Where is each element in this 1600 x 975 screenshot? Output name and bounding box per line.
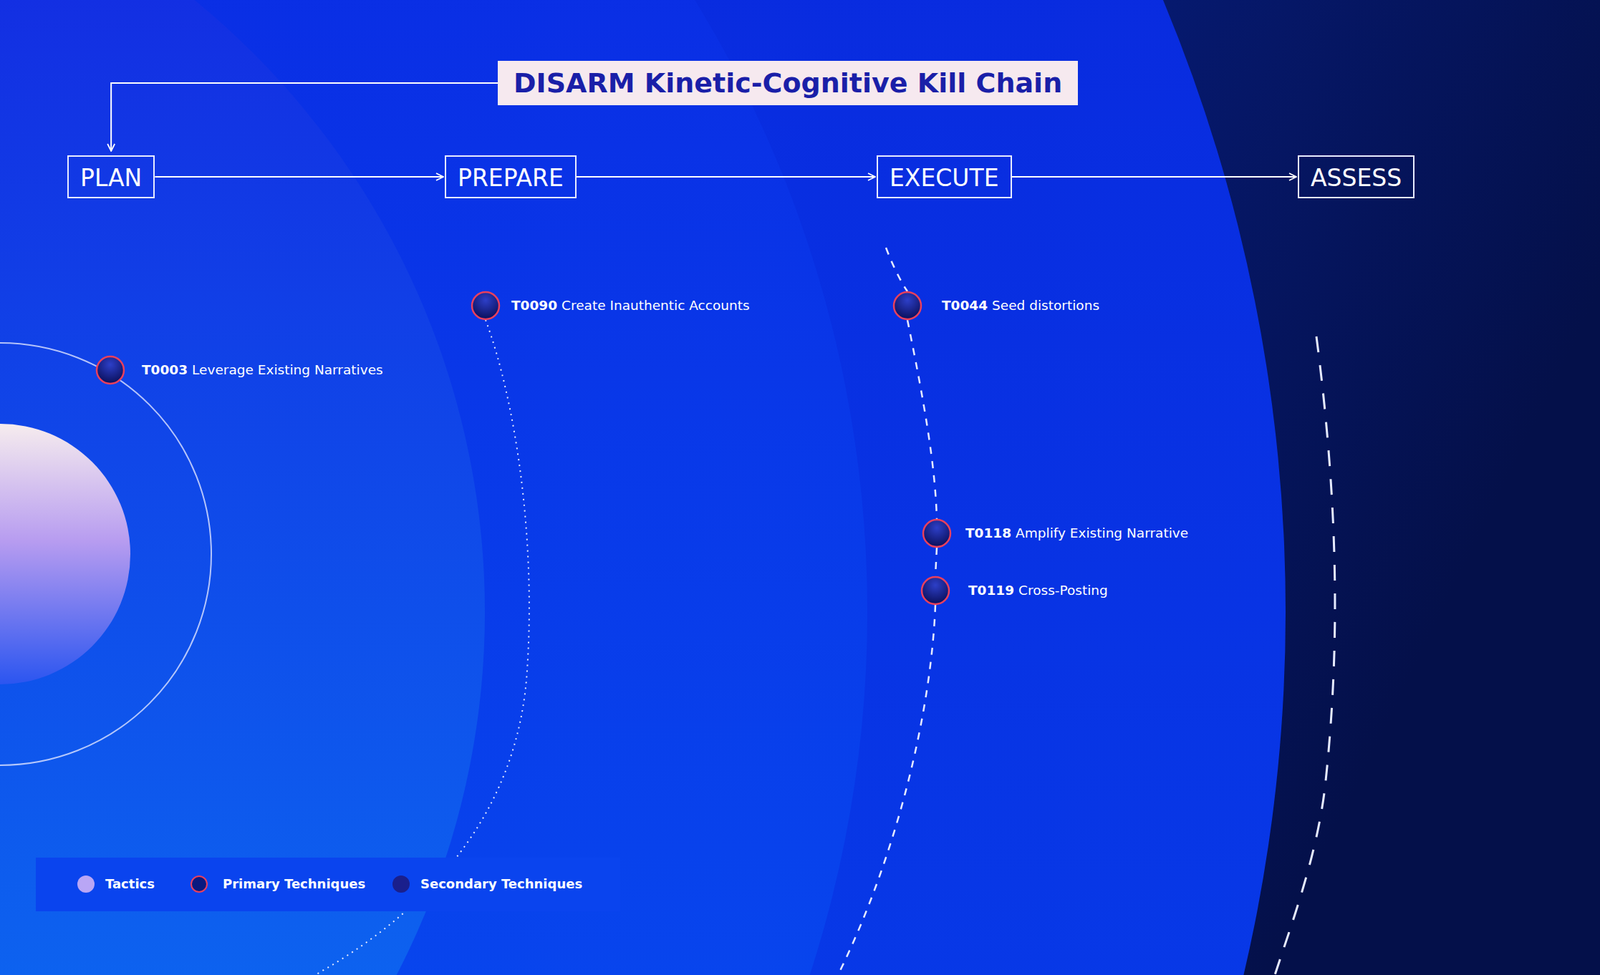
legend-text: Secondary Techniques — [420, 875, 583, 894]
legend-swatch — [77, 875, 95, 894]
technique-label: T0003Leverage Existing Narratives — [141, 361, 384, 379]
technique-code: T0044 — [941, 297, 988, 313]
title-bracket-arrow — [111, 83, 498, 152]
technique-label: T0118Amplify Existing Narrative — [965, 524, 1189, 543]
stage-label: PLAN — [80, 164, 142, 192]
flow-arrow — [576, 176, 876, 178]
legend-swatch — [190, 875, 208, 894]
technique-code: T0003 — [141, 362, 188, 378]
technique-label: T0090Create Inauthentic Accounts — [511, 297, 750, 315]
technique-name: Amplify Existing Narrative — [1015, 525, 1189, 541]
stage-box: EXECUTE — [876, 155, 1012, 199]
legend-text: Tactics — [105, 875, 155, 894]
title-text: DISARM Kinetic-Cognitive Kill Chain — [513, 67, 1063, 99]
stage-label: PREPARE — [457, 164, 564, 192]
technique-code: T0090 — [511, 297, 558, 313]
technique-code: T0119 — [968, 582, 1015, 599]
legend-swatch — [392, 875, 410, 894]
stage-box: ASSESS — [1297, 155, 1415, 199]
technique-code: T0118 — [965, 525, 1012, 541]
title-box: DISARM Kinetic-Cognitive Kill Chain — [497, 60, 1078, 106]
legend-text: Primary Techniques — [222, 875, 366, 894]
flow-arrow — [1011, 176, 1297, 178]
technique-name: Cross-Posting — [1018, 582, 1108, 599]
stage-label: ASSESS — [1310, 164, 1402, 192]
stage-label: EXECUTE — [889, 164, 1000, 192]
stage-box: PLAN — [67, 155, 155, 199]
technique-label: T0044Seed distortions — [941, 297, 1100, 315]
technique-name: Create Inauthentic Accounts — [561, 297, 750, 313]
stage-box: PREPARE — [444, 155, 577, 199]
technique-name: Seed distortions — [991, 297, 1100, 313]
technique-name: Leverage Existing Narratives — [191, 362, 384, 378]
technique-label: T0119Cross-Posting — [968, 582, 1108, 600]
flow-arrow — [154, 176, 444, 178]
